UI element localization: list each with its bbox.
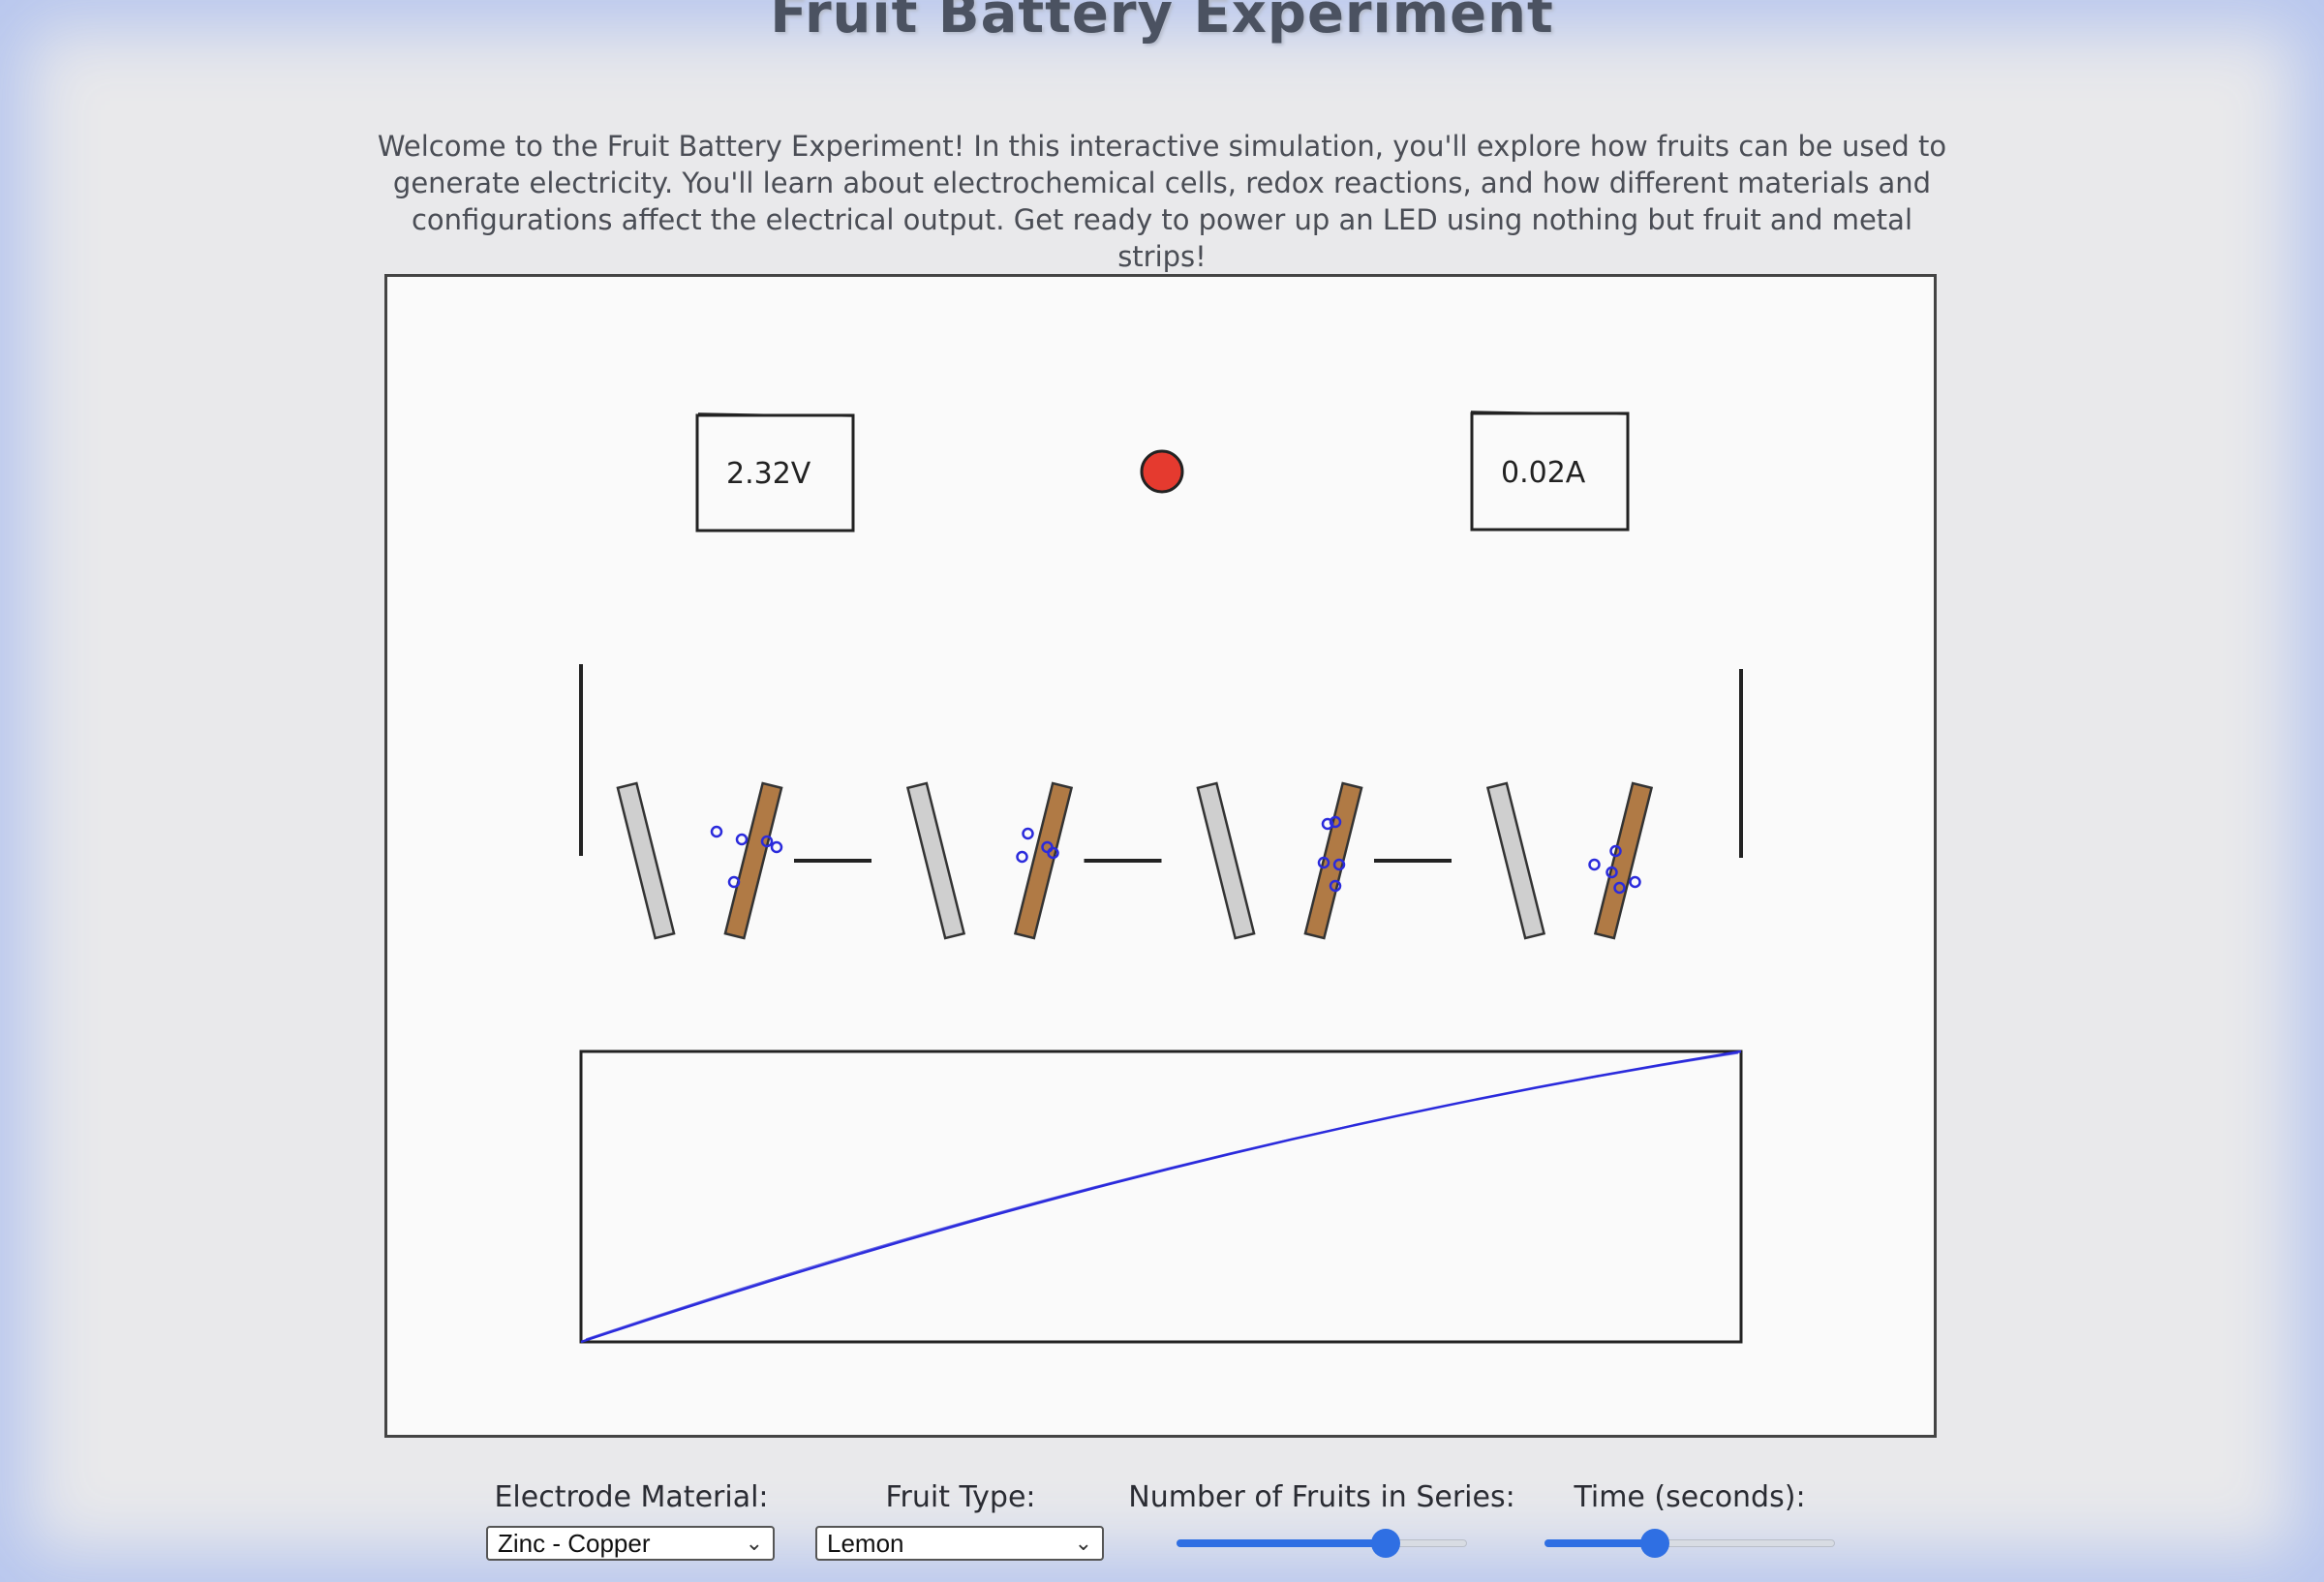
electrode-select[interactable]: Zinc - Copper ⌄ — [486, 1526, 775, 1561]
gas-bubble — [1629, 875, 1641, 889]
gas-bubble — [710, 825, 723, 838]
electrode-array — [616, 781, 1654, 940]
gas-bubble — [1609, 844, 1622, 858]
time-control: Time (seconds): — [1544, 1480, 1835, 1561]
electrode-select-value: Zinc - Copper — [498, 1529, 651, 1558]
chevron-down-icon: ⌄ — [745, 1531, 763, 1555]
copper-electrode — [723, 781, 783, 940]
fruits-count-control: Number of Fruits in Series: — [1118, 1480, 1525, 1561]
fruit-control: Fruit Type: Lemon ⌄ — [815, 1480, 1106, 1561]
voltage-graph — [579, 1050, 1743, 1344]
fruit-select-value: Lemon — [827, 1529, 904, 1558]
gas-bubble — [1329, 815, 1342, 829]
fruits-count-slider[interactable] — [1177, 1526, 1467, 1561]
gas-bubble — [760, 835, 774, 848]
voltage-curve — [580, 1050, 1742, 1344]
copper-electrode — [1013, 781, 1074, 940]
control-panel: Electrode Material: Zinc - Copper ⌄ Frui… — [0, 1476, 2324, 1582]
intro-text: Welcome to the Fruit Battery Experiment!… — [377, 130, 1947, 273]
fruit-select[interactable]: Lemon ⌄ — [815, 1526, 1104, 1561]
zinc-electrode — [616, 781, 676, 940]
gas-bubble — [1588, 858, 1601, 871]
gas-bubble — [1613, 881, 1626, 895]
time-slider[interactable] — [1544, 1526, 1835, 1561]
zinc-electrode — [905, 781, 966, 940]
copper-electrode — [1303, 781, 1363, 940]
gas-bubble — [1329, 879, 1342, 893]
fruits-count-label: Number of Fruits in Series: — [1128, 1480, 1515, 1514]
current-readout: 0.02A — [1501, 456, 1586, 490]
gas-bubble — [727, 875, 741, 889]
gas-bubble — [770, 840, 783, 854]
electrode-label: Electrode Material: — [494, 1480, 769, 1514]
gas-bubble — [1605, 866, 1618, 879]
led-indicator — [1140, 449, 1184, 494]
gas-bubble — [735, 833, 749, 846]
simulation-drawing: 2.32V 0.02A — [579, 411, 1743, 1344]
fruits-count-slider-thumb[interactable] — [1371, 1529, 1400, 1558]
page-title: Fruit Battery Experiment — [770, 0, 1554, 46]
gas-bubble — [1321, 817, 1334, 831]
voltage-curve-sketch — [585, 1052, 1739, 1340]
copper-electrode — [1593, 781, 1654, 940]
zinc-electrode — [1485, 781, 1546, 940]
time-slider-thumb[interactable] — [1640, 1529, 1669, 1558]
fruit-label: Fruit Type: — [885, 1480, 1036, 1514]
gas-bubble — [1022, 827, 1034, 840]
gas-bubble — [1016, 850, 1028, 864]
chevron-down-icon: ⌄ — [1074, 1531, 1092, 1555]
gas-bubble — [1317, 856, 1330, 869]
gas-bubble — [1332, 858, 1346, 871]
electrode-control: Electrode Material: Zinc - Copper ⌄ — [486, 1480, 777, 1561]
time-label: Time (seconds): — [1574, 1480, 1806, 1514]
gas-bubble — [1047, 846, 1059, 860]
simulation-canvas[interactable]: 2.32V 0.02A — [384, 274, 1937, 1438]
voltage-readout: 2.32V — [726, 457, 811, 491]
zinc-electrode — [1196, 781, 1256, 940]
voltmeter: 2.32V — [695, 412, 855, 532]
ammeter: 0.02A — [1470, 411, 1630, 532]
